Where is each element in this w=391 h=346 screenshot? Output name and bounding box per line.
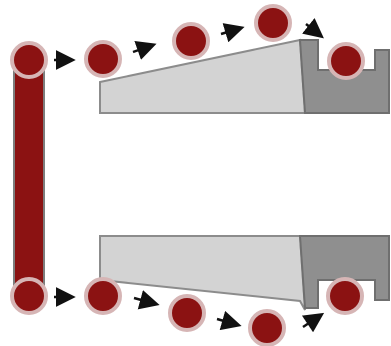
ball-top-3 <box>256 6 290 40</box>
ball-top-2 <box>174 24 208 58</box>
ball-bottom-1 <box>86 279 120 313</box>
vertical-column <box>14 52 44 296</box>
ball-top-1 <box>86 42 120 76</box>
arrow-top-3 <box>221 28 241 34</box>
arrow-bottom-3 <box>217 319 238 325</box>
ball-bottom-2 <box>170 296 204 330</box>
ball-bottom-3 <box>250 311 284 345</box>
arrow-bottom-4 <box>303 315 321 327</box>
arrow-bottom-2 <box>134 298 156 304</box>
ball-top-4 <box>329 44 363 78</box>
ball-bottom-4 <box>328 279 362 313</box>
bottom-ramp <box>100 236 305 310</box>
ball-bottom-column <box>12 279 46 313</box>
arrow-top-4 <box>306 24 321 36</box>
ball-top-column <box>12 43 46 77</box>
arrow-top-2 <box>133 45 153 52</box>
